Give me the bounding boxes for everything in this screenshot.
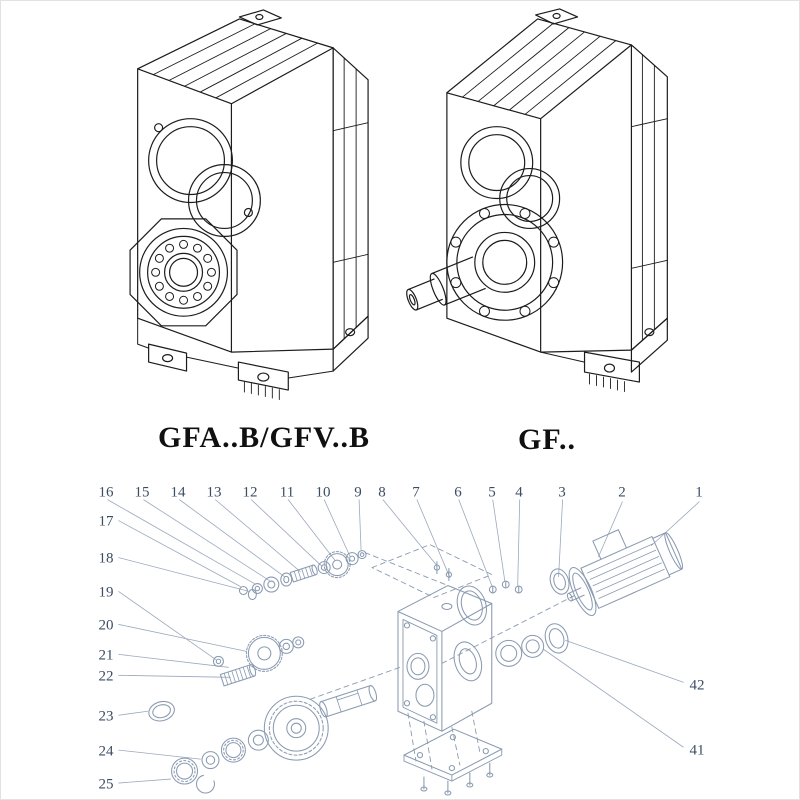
part-number-17: 17	[98, 513, 114, 530]
part-number-22: 22	[98, 668, 114, 685]
part-number-24: 24	[98, 743, 114, 760]
right-unit-drawing	[406, 8, 668, 392]
leader-lines	[107, 499, 700, 784]
part-number-8: 8	[378, 484, 386, 501]
base-gasket-and-bolts	[403, 728, 503, 796]
left-unit-drawing	[129, 9, 369, 400]
intermediate-shaft-parts	[148, 634, 305, 722]
part-number-14: 14	[170, 484, 186, 501]
part-number-20: 20	[98, 617, 114, 634]
part-number-19: 19	[98, 584, 114, 601]
part-number-13: 13	[206, 484, 222, 501]
motor-drawing	[566, 529, 684, 617]
exploded-view-drawing	[107, 499, 700, 796]
part-number-9: 9	[354, 484, 362, 501]
part-number-6: 6	[454, 484, 462, 501]
part-number-25: 25	[98, 776, 114, 793]
model-label-left: GFA..B/GFV..B	[158, 421, 370, 454]
input-shaft-parts	[238, 550, 367, 601]
part-number-15: 15	[134, 484, 150, 501]
part-number-41: 41	[689, 742, 705, 759]
part-number-3: 3	[558, 484, 566, 501]
dashed-construction-lines	[309, 544, 576, 770]
part-number-11: 11	[279, 484, 295, 501]
gasket-and-rings	[433, 561, 570, 667]
part-number-1: 1	[695, 484, 703, 501]
part-number-42: 42	[689, 677, 705, 694]
part-number-18: 18	[98, 550, 114, 567]
part-number-23: 23	[98, 708, 114, 725]
part-number-12: 12	[242, 484, 258, 501]
housing-drawing	[397, 585, 493, 732]
part-number-21: 21	[98, 647, 114, 664]
part-number-7: 7	[412, 484, 420, 501]
part-number-16: 16	[98, 484, 114, 501]
part-number-10: 10	[315, 484, 331, 501]
part-number-5: 5	[488, 484, 496, 501]
output-shaft-parts	[171, 685, 378, 794]
part-number-4: 4	[515, 484, 523, 501]
model-label-right: GF..	[518, 423, 576, 456]
part-number-2: 2	[618, 484, 626, 501]
